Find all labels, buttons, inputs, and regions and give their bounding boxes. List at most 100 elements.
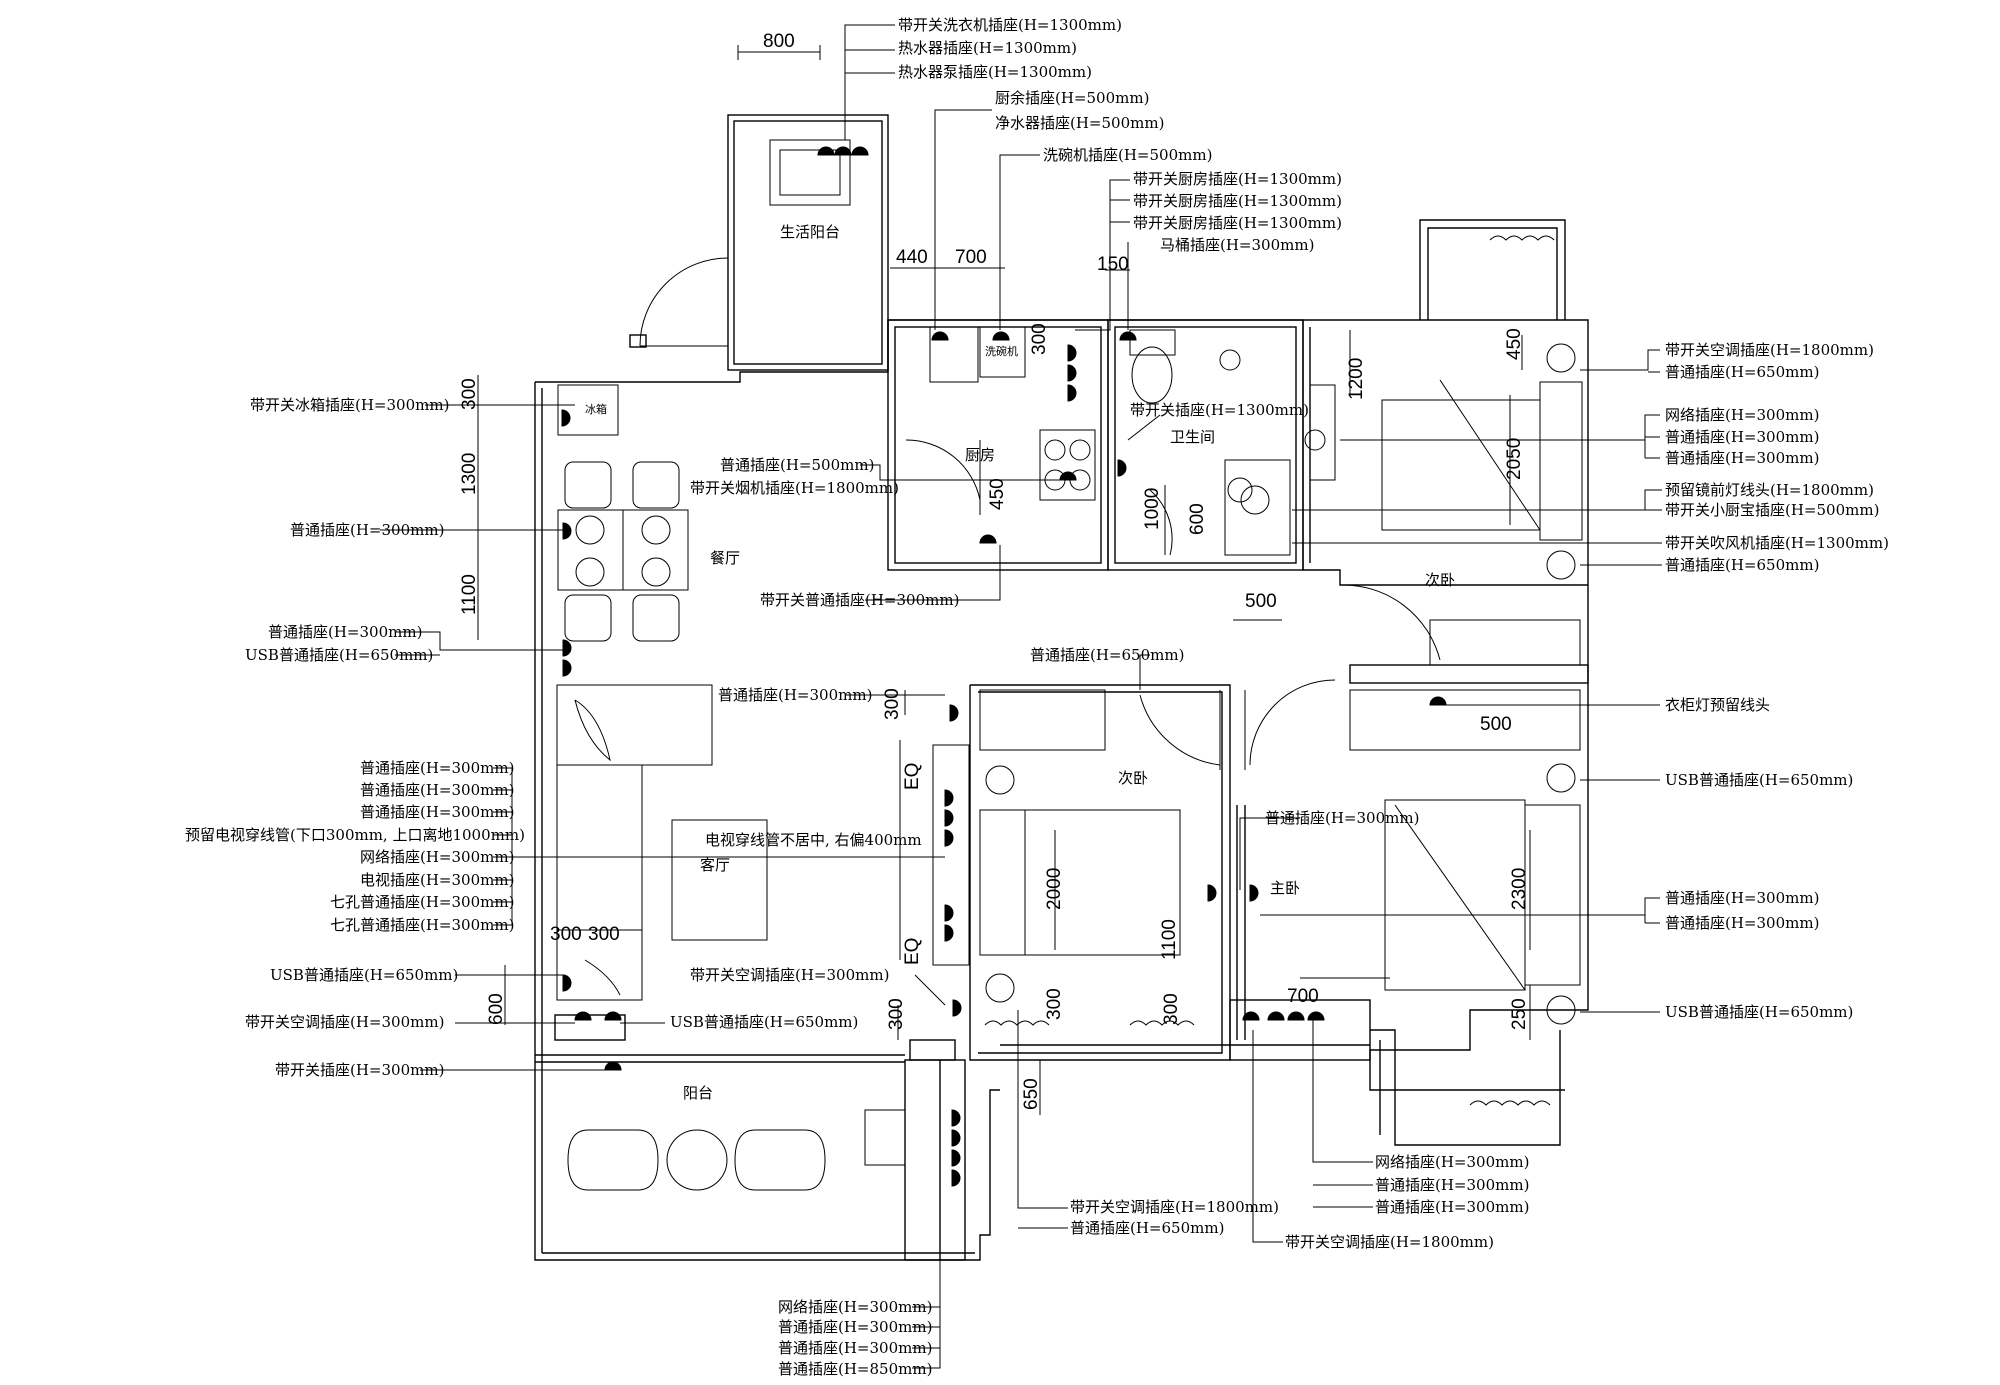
dim-300c: 300	[882, 688, 903, 720]
dimension-text: 800 440 700 150 500 700 300 300 500 300 …	[459, 31, 1530, 1110]
label-l6: USB普通插座(H=650mm)	[270, 966, 458, 984]
dim-300a: 300	[459, 378, 480, 410]
label-top2: 热水器插座(H=1300mm)	[898, 39, 1077, 57]
label-r3: 网络插座(H=300mm)	[1665, 406, 1819, 424]
label-r10: 衣柜灯预留线头	[1665, 696, 1770, 714]
label-l1: 带开关冰箱插座(H=300mm)	[250, 396, 449, 414]
label-kl3: 带开关普通插座(H=300mm)	[760, 591, 959, 609]
room-bathroom: 卫生间	[1170, 428, 1215, 446]
leader-lines	[380, 24, 1662, 1369]
dim-2000: 2000	[1044, 868, 1065, 910]
label-r6: 预留镜前灯线头(H=1800mm)	[1665, 481, 1874, 499]
dim-1000: 1000	[1142, 488, 1163, 530]
dim-450k: 450	[987, 478, 1008, 510]
label-m2: 普通插座(H=300mm)	[1265, 809, 1419, 827]
label-r4: 普通插座(H=300mm)	[1665, 428, 1819, 446]
label-l7: 带开关空调插座(H=300mm)	[245, 1013, 444, 1031]
outlet-symbols	[561, 146, 1447, 1187]
label-tv2: 普通插座(H=300mm)	[360, 781, 514, 799]
label-top1: 带开关洗衣机插座(H=1300mm)	[898, 16, 1122, 34]
label-k2: 净水器插座(H=500mm)	[995, 114, 1164, 132]
label-tv3: 普通插座(H=300mm)	[360, 803, 514, 821]
label-l4: USB普通插座(H=650mm)	[245, 646, 433, 664]
outlet-circles	[985, 343, 1576, 1025]
dim-600b: 600	[1187, 503, 1208, 535]
dim-440: 440	[896, 247, 928, 268]
dim-2050: 2050	[1504, 438, 1525, 480]
label-l2: 普通插座(H=300mm)	[290, 521, 444, 539]
dishwasher-label: 洗碗机	[985, 344, 1018, 358]
label-r11: USB普通插座(H=650mm)	[1665, 771, 1853, 789]
label-bb3: 普通插座(H=300mm)	[778, 1339, 932, 1357]
label-tv7: 七孔普通插座(H=300mm)	[330, 893, 514, 911]
label-tv4: 预留电视穿线管(下口300mm, 上口离地1000mm)	[185, 826, 525, 844]
label-k3: 洗碗机插座(H=500mm)	[1043, 146, 1212, 164]
dim-600l: 600	[486, 993, 507, 1025]
label-r7: 带开关小厨宝插座(H=500mm)	[1665, 501, 1879, 519]
dim-300f: 300	[886, 998, 907, 1030]
room-laundry-balcony: 生活阳台	[780, 223, 840, 241]
fridge-label: 冰箱	[585, 402, 607, 416]
dim-500: 500	[1245, 591, 1277, 612]
label-l5: 普通插座(H=300mm)	[718, 686, 872, 704]
dim-1100: 1100	[459, 574, 480, 615]
dim-300g: 300	[1161, 993, 1182, 1025]
room-master: 主卧	[1270, 879, 1300, 897]
label-m3: 带开关空调插座(H=300mm)	[690, 966, 889, 984]
label-bm6: 带开关空调插座(H=1800mm)	[1285, 1233, 1494, 1251]
room-balcony: 阳台	[683, 1084, 713, 1102]
label-tv1: 普通插座(H=300mm)	[360, 759, 514, 777]
label-top3: 热水器泵插座(H=1300mm)	[898, 63, 1092, 81]
dim-300m: 300	[1044, 988, 1065, 1020]
label-tv8: 七孔普通插座(H=300mm)	[330, 916, 514, 934]
label-k6: 带开关厨房插座(H=1300mm)	[1133, 214, 1342, 232]
room-names: 生活阳台 厨房 卫生间 餐厅 客厅 阳台 次卧 次卧 主卧 冰箱 洗碗机	[585, 223, 1455, 1102]
room-dining: 餐厅	[710, 549, 740, 567]
dim-1300: 1300	[459, 453, 480, 495]
dim-300d: 300	[550, 924, 582, 945]
label-k7: 马桶插座(H=300mm)	[1160, 236, 1314, 254]
doors	[905, 439, 1441, 770]
dim-2300: 2300	[1509, 868, 1530, 910]
dim-500w: 500	[1480, 714, 1512, 735]
label-tv5: 网络插座(H=300mm)	[360, 848, 514, 866]
label-r5: 普通插座(H=300mm)	[1665, 449, 1819, 467]
label-k5: 带开关厨房插座(H=1300mm)	[1133, 192, 1342, 210]
dim-150: 150	[1097, 254, 1129, 275]
label-r13: 普通插座(H=300mm)	[1665, 914, 1819, 932]
dim-650: 650	[1021, 1078, 1042, 1110]
dim-1200: 1200	[1346, 358, 1367, 400]
dim-700m: 700	[1287, 986, 1319, 1007]
room-bedroom-east: 次卧	[1425, 571, 1455, 589]
annotations: 带开关洗衣机插座(H=1300mm) 热水器插座(H=1300mm) 热水器泵插…	[185, 16, 1889, 1378]
room-living: 客厅	[700, 856, 730, 874]
label-r8: 带开关吹风机插座(H=1300mm)	[1665, 534, 1889, 552]
label-m1: 普通插座(H=650mm)	[1030, 646, 1184, 664]
label-bb4: 普通插座(H=850mm)	[778, 1360, 932, 1378]
dim-450e: 450	[1504, 328, 1525, 360]
dim-800: 800	[763, 31, 795, 52]
label-bb1: 网络插座(H=300mm)	[778, 1298, 932, 1316]
room-kitchen: 厨房	[965, 446, 995, 464]
dim-eq1: EQ	[902, 763, 923, 790]
label-k1: 厨余插座(H=500mm)	[995, 89, 1149, 107]
dim-300e: 300	[588, 924, 620, 945]
dim-1100b: 1100	[1159, 919, 1180, 960]
label-bm4: 普通插座(H=300mm)	[1375, 1176, 1529, 1194]
label-bm1: 带开关空调插座(H=1800mm)	[1070, 1198, 1279, 1216]
label-bb2: 普通插座(H=300mm)	[778, 1318, 932, 1336]
room-bedroom-mid: 次卧	[1118, 769, 1148, 787]
dimension-lines	[477, 45, 1531, 1115]
dim-eq2: EQ	[902, 938, 923, 965]
label-l3: 普通插座(H=300mm)	[268, 623, 422, 641]
label-r14: USB普通插座(H=650mm)	[1665, 1003, 1853, 1021]
label-bm3: 网络插座(H=300mm)	[1375, 1153, 1529, 1171]
dim-700: 700	[955, 247, 987, 268]
label-b1: 带开关插座(H=1300mm)	[1130, 401, 1309, 419]
label-kl1: 普通插座(H=500mm)	[720, 456, 874, 474]
label-r1: 带开关空调插座(H=1800mm)	[1665, 341, 1874, 359]
label-bm5: 普通插座(H=300mm)	[1375, 1198, 1529, 1216]
dim-250: 250	[1509, 998, 1530, 1030]
label-r12: 普通插座(H=300mm)	[1665, 889, 1819, 907]
